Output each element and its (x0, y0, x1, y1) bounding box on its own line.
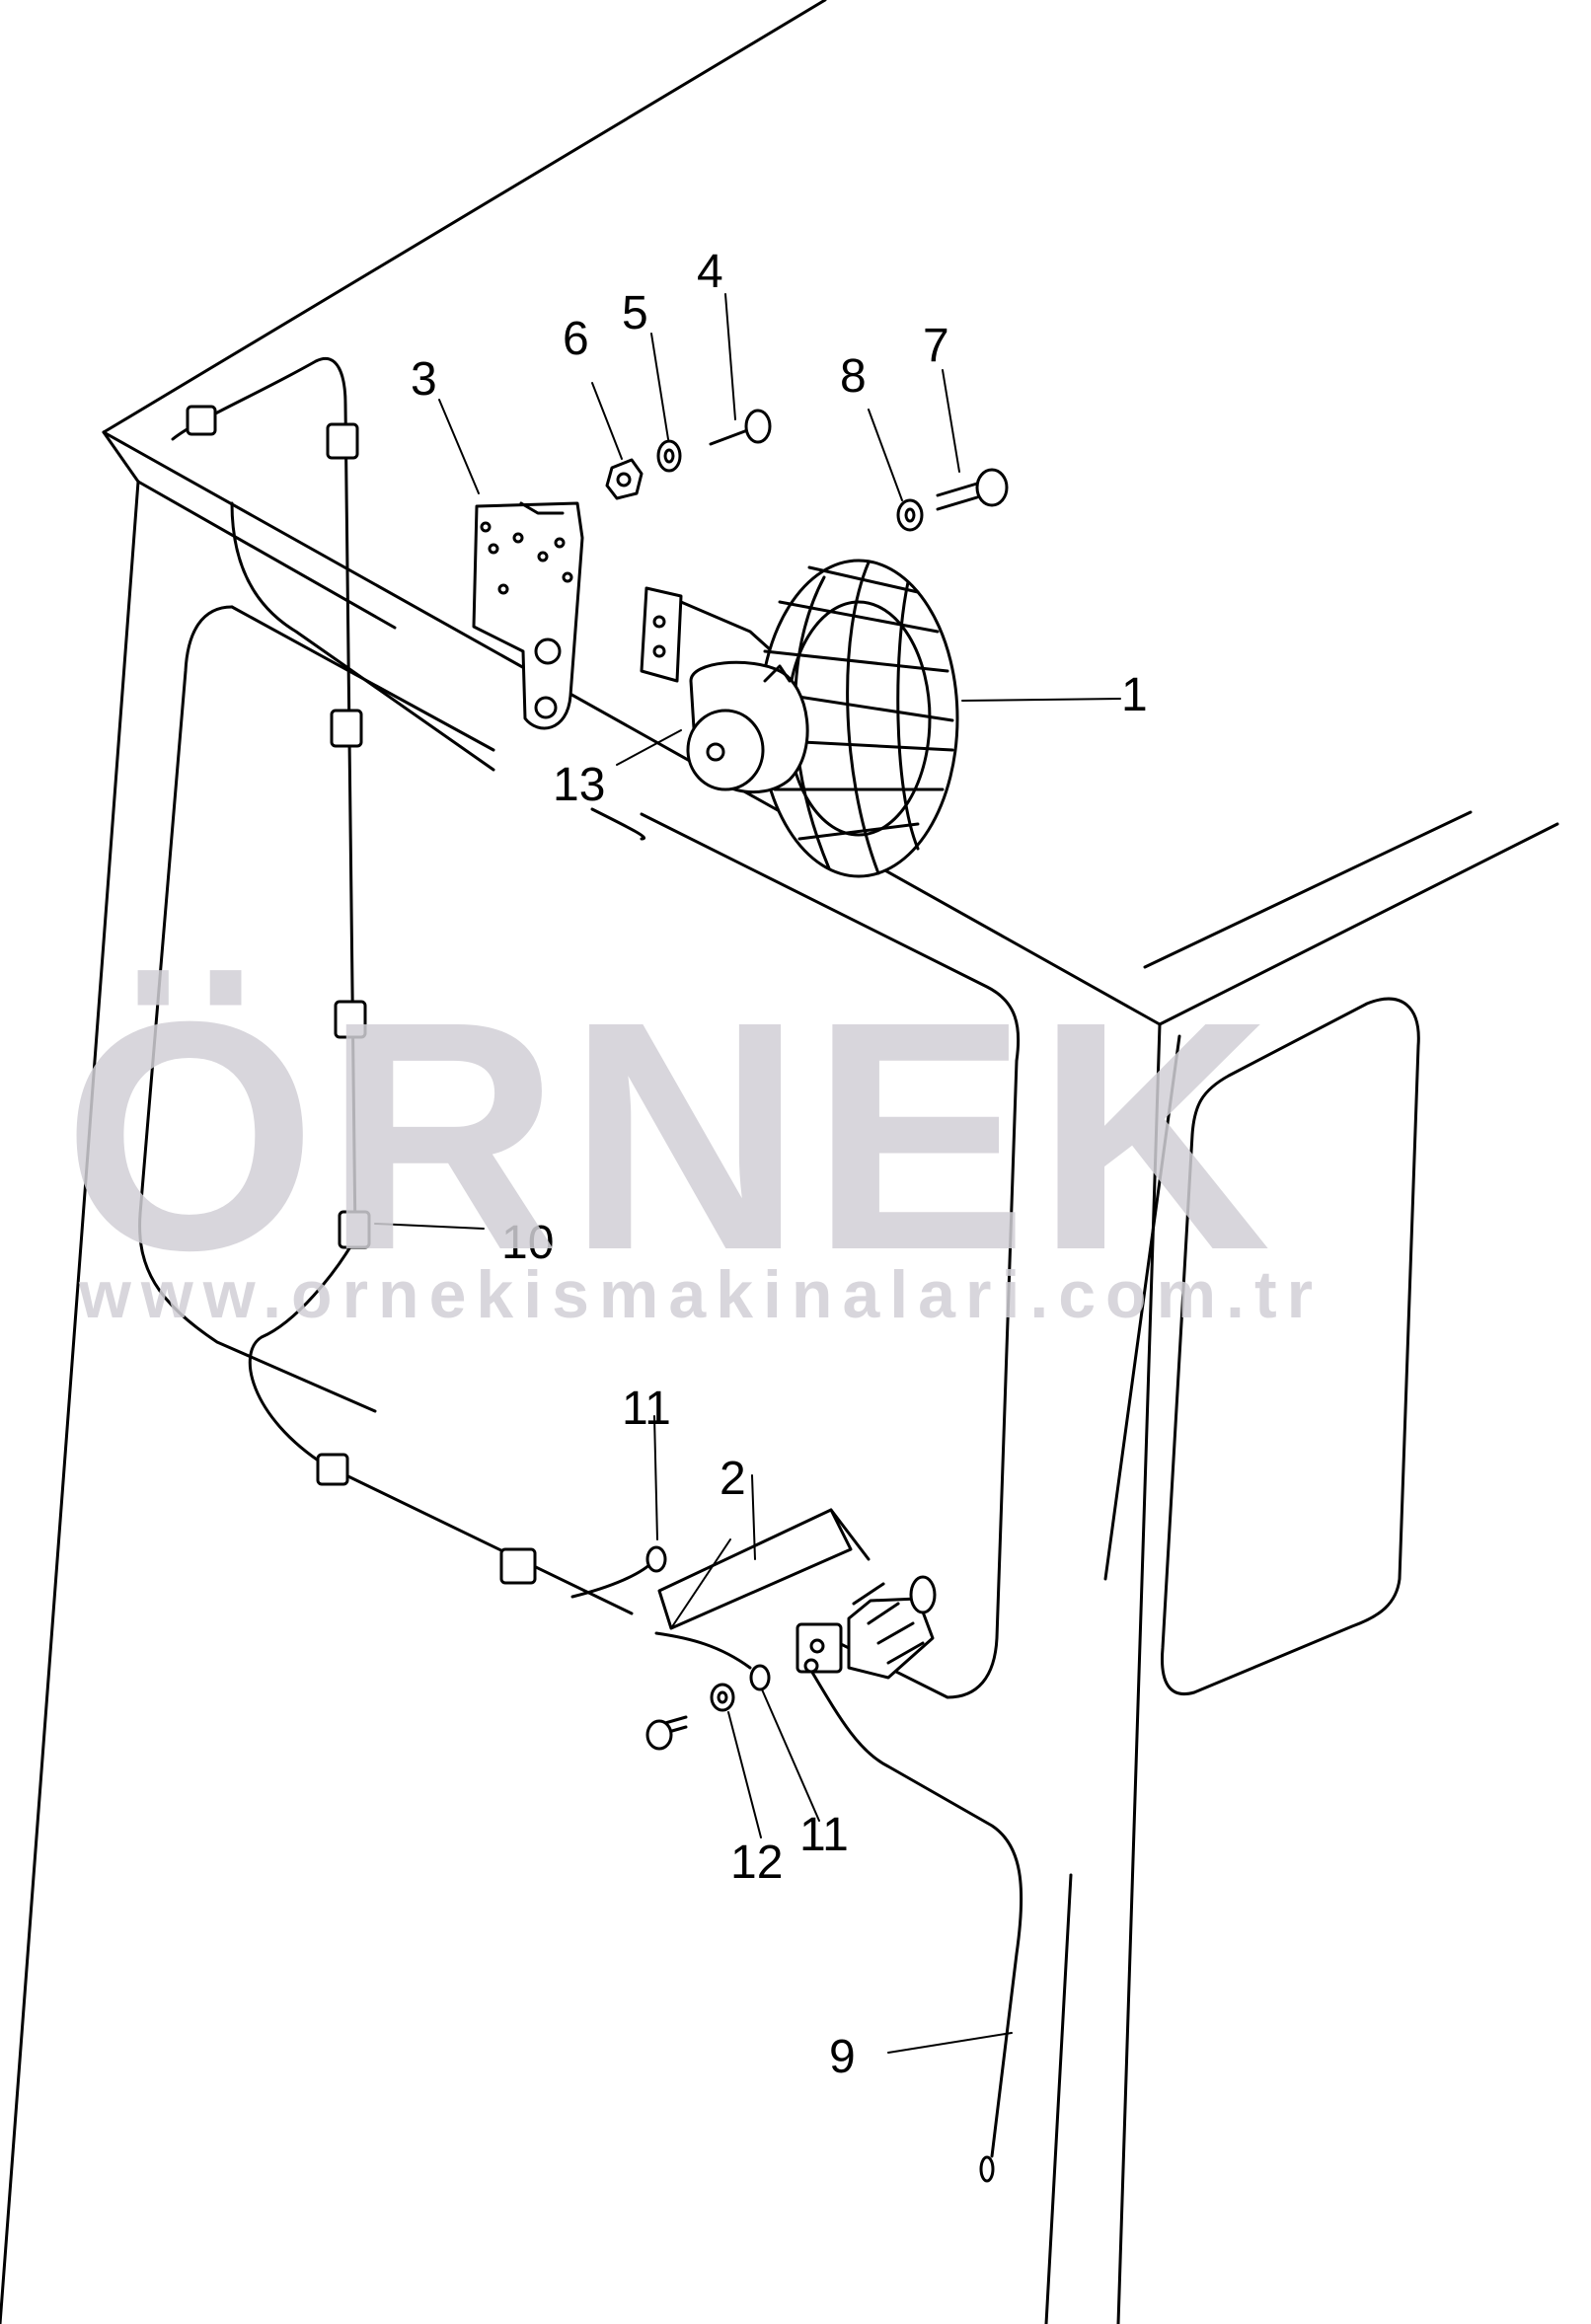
callout-5: 5 (622, 287, 648, 339)
callout-labels: 1 2 3 4 5 6 7 8 9 10 11 11 12 13 (411, 246, 1148, 2083)
callout-6: 6 (563, 313, 589, 365)
watermark: ÖRNEK www.ornekismakinalari.com.tr (63, 953, 1323, 1332)
cab-outline (0, 0, 1559, 2324)
nut-icon (605, 458, 644, 500)
bracket-icon (472, 501, 584, 730)
fan-icon (686, 559, 959, 878)
watermark-url: www.ornekismakinalari.com.tr (78, 1257, 1323, 1332)
clip-icon (186, 405, 537, 1585)
cable-icon (979, 2155, 995, 2183)
callout-4: 4 (697, 246, 723, 298)
leader-lines (374, 293, 1121, 2054)
cable-harness (171, 357, 1023, 2158)
callout-1: 1 (1121, 669, 1148, 721)
callout-8: 8 (840, 350, 867, 403)
callout-11-bottom: 11 (799, 1809, 849, 1861)
callout-3: 3 (411, 353, 437, 406)
callout-2: 2 (720, 1453, 746, 1505)
switch-icon (645, 1508, 937, 1751)
callout-7: 7 (923, 320, 949, 372)
callout-10: 10 (501, 1217, 554, 1269)
washer-icon (656, 439, 924, 532)
callout-11-top: 11 (622, 1383, 671, 1435)
callout-13: 13 (553, 759, 605, 811)
callout-9: 9 (829, 2031, 856, 2083)
callout-12: 12 (730, 1837, 783, 1889)
bolt-icon (709, 409, 1009, 511)
watermark-brand: ÖRNEK (63, 953, 1279, 1317)
